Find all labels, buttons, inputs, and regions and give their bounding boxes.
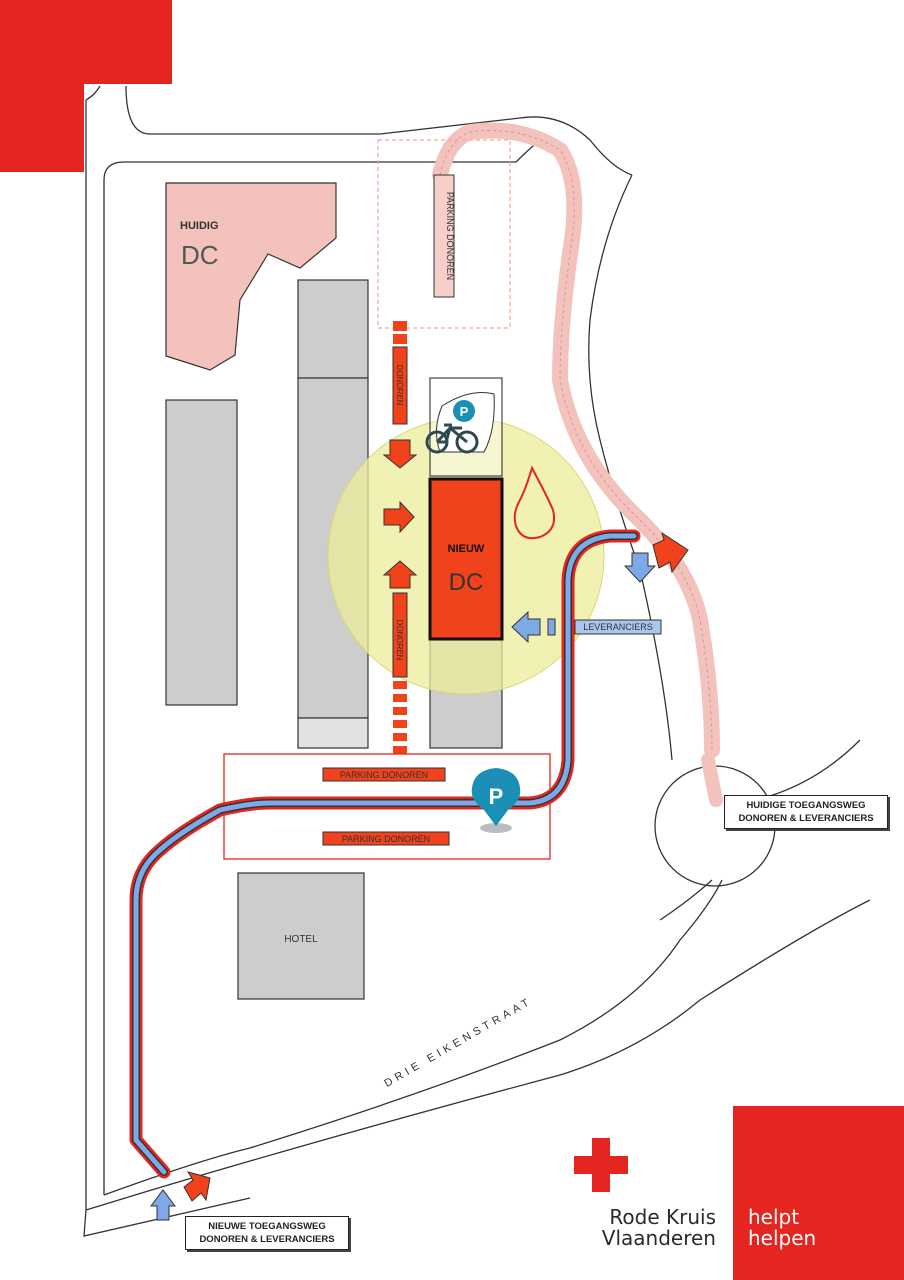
arrow-right-donor — [383, 500, 415, 534]
slogan: helpt helpen — [748, 1207, 816, 1249]
street-name: DRIE EIKENSTRAAT — [382, 995, 534, 1090]
walkway-upper-label: DONOREN — [395, 365, 404, 406]
brand-red-block — [733, 1106, 904, 1280]
hotel-building — [237, 872, 365, 1000]
callout-current-line2: DONOREN & LEVERANCIERS — [738, 813, 874, 824]
new-access-route — [129, 529, 641, 1179]
parking-bottom-label-upper: PARKING DONOREN — [340, 770, 428, 780]
bicycle-parking — [429, 377, 503, 477]
walkway-lower — [392, 592, 408, 754]
org-name: Rode Kruis Vlaanderen — [586, 1207, 716, 1249]
building-center-base — [297, 717, 369, 749]
suppliers-label: LEVERANCIERS — [583, 622, 653, 632]
suppliers-label-box — [574, 619, 662, 635]
blood-drop-icon — [513, 465, 556, 540]
new-dc-label-large: DC — [449, 569, 484, 596]
callout-new-access: NIEUWE TOEGANGSWEG DONOREN & LEVERANCIER… — [185, 1216, 349, 1250]
new-dc-label-small: NIEUW — [448, 543, 485, 555]
callout-new-line1: NIEUWE TOEGANGSWEG — [208, 1221, 326, 1232]
callout-current-line1: HUIDIGE TOEGANGSWEG — [746, 800, 866, 811]
arrow-down-donor — [382, 439, 418, 469]
arrow-left-supplier — [511, 610, 541, 644]
slogan-line2: helpen — [748, 1226, 817, 1250]
callout-current-access: HUIDIGE TOEGANGSWEG DONOREN & LEVERANCIE… — [724, 795, 888, 829]
parking-icon: P — [453, 400, 475, 422]
supplier-arrows — [150, 531, 689, 1221]
building-left — [165, 399, 238, 706]
callout-new-line2: DONOREN & LEVERANCIERS — [199, 1234, 335, 1245]
parking-top-label: PARKING DONOREN — [445, 192, 455, 280]
bicycle-icon — [425, 423, 479, 454]
org-name-line2: Vlaanderen — [601, 1226, 716, 1250]
svg-text:P: P — [460, 404, 469, 419]
arrow-right-exit — [652, 531, 689, 574]
new-dc-building: NIEUW DC — [428, 477, 504, 641]
current-access-path — [432, 122, 723, 807]
arrow-down-supplier — [623, 552, 657, 583]
arrow-up-entry-red — [183, 1171, 211, 1202]
parking-bottom-label-upper-box — [322, 767, 446, 782]
walkway-upper — [392, 321, 408, 425]
old-dc-building: HUIDIG DC — [165, 182, 337, 371]
parking-bottom-label-lower-box — [322, 831, 450, 846]
svg-text:P: P — [489, 784, 504, 809]
parking-marker-icon: P — [471, 768, 521, 833]
hotel-label: HOTEL — [284, 934, 318, 945]
corner-logo-block — [0, 0, 172, 172]
old-dc-label-large: DC — [181, 240, 219, 270]
arrow-up-donor — [382, 560, 418, 589]
org-name-line1: Rode Kruis — [609, 1205, 716, 1229]
red-cross-icon — [574, 1138, 628, 1192]
parking-top-label-box — [433, 174, 455, 298]
old-dc-label-small: HUIDIG — [180, 220, 219, 232]
building-center-top — [297, 279, 369, 379]
slogan-line1: helpt — [748, 1205, 800, 1229]
parking-area-top — [377, 139, 511, 329]
walkway-lower-label: DONOREN — [395, 620, 404, 661]
parking-bottom-label-lower: PARKING DONOREN — [342, 834, 430, 844]
arrow-up-entry-blue — [150, 1189, 176, 1221]
